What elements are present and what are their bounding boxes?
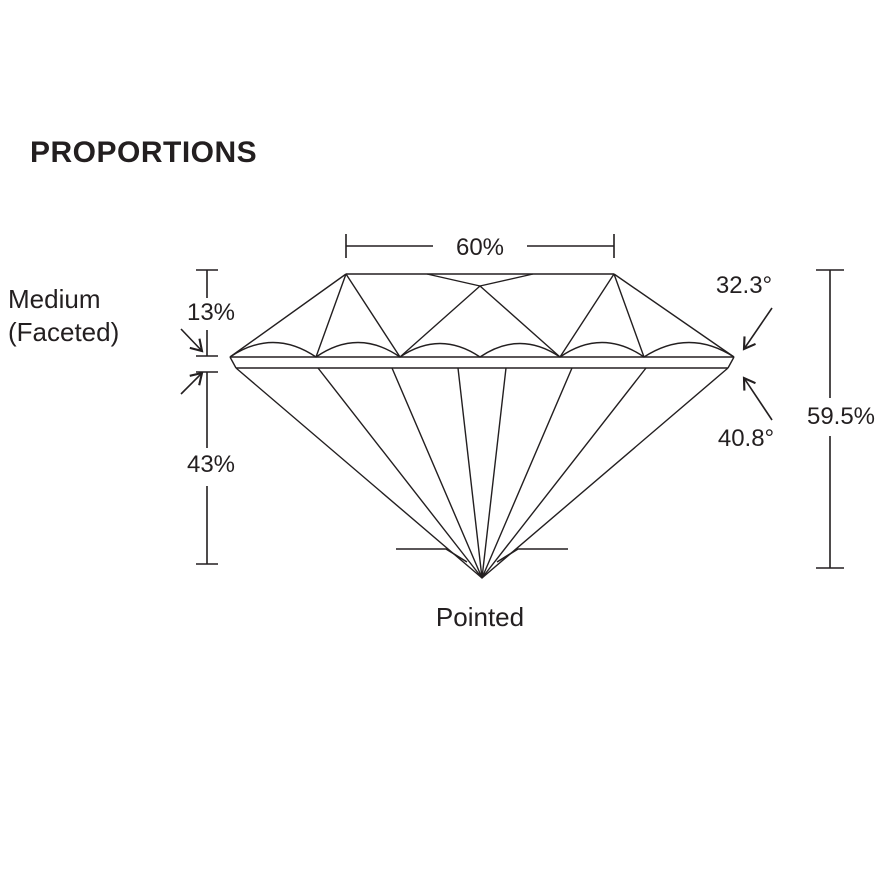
pavilion-angle-label: 40.8° [718, 425, 774, 452]
culet-bracket-left [396, 548, 468, 563]
table-size-dimension-line [345, 234, 615, 258]
girdle-band-lines [229, 356, 735, 369]
crown-facet-lines [315, 273, 645, 358]
pavilion-facet-lines [317, 367, 647, 579]
crown-height-label: 13% [187, 299, 235, 326]
pavilion-outline-lines [235, 367, 729, 579]
girdle-pointer-top [180, 328, 204, 353]
crown-height-dimension-line [196, 269, 218, 357]
pavilion-angle-pointer [742, 376, 773, 421]
pavilion-depth-label: 43% [187, 451, 235, 478]
girdle-label-line2: (Faceted) [8, 317, 119, 347]
crown-outline-lines [229, 273, 735, 358]
culet-label: Pointed [436, 602, 524, 632]
page-title: PROPORTIONS [30, 136, 257, 169]
girdle-label-line1: Medium [8, 284, 100, 314]
crown-angle-label: 32.3° [716, 272, 772, 299]
total-depth-dimension-line [816, 269, 844, 569]
upper-girdle-facet-scallops [229, 341, 735, 358]
pavilion-depth-dimension-line [196, 371, 218, 565]
table-size-label: 60% [456, 234, 504, 261]
girdle-pointer-bottom [180, 371, 204, 395]
crown-angle-pointer [742, 307, 773, 351]
total-depth-label: 59.5% [807, 403, 875, 430]
culet-bracket-right [496, 548, 568, 563]
